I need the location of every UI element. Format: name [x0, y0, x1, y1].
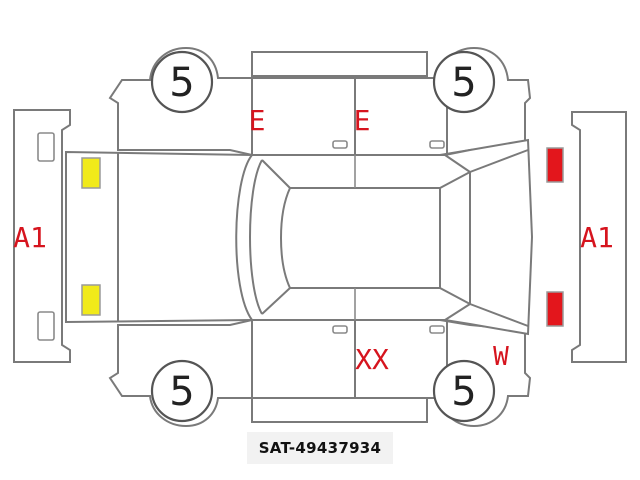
mark-upper-front-door: E	[249, 104, 266, 137]
rear-lamp-bottom	[81, 284, 101, 316]
roof-strip-top	[251, 51, 428, 77]
tire-front-right: 5	[150, 359, 214, 423]
tire-rating-front-right: 5	[169, 369, 194, 415]
mark-lower-rear-door: XX	[355, 343, 389, 376]
reference-id-label: SAT-49437934	[247, 432, 393, 464]
tire-rating-rear-left: 5	[451, 60, 476, 106]
rear-lamp-top	[81, 157, 101, 189]
mark-front-bumper: A1	[580, 221, 614, 254]
front-bumper	[571, 111, 627, 363]
tire-rear-right: 5	[432, 359, 496, 423]
rear-bumper	[13, 109, 71, 363]
mark-upper-rear-door: E	[354, 104, 371, 137]
front-lamp-top	[546, 147, 564, 183]
tire-front-left: 5	[150, 50, 214, 114]
body-top-view	[65, 138, 534, 336]
mark-lower-front-door: W	[493, 342, 509, 372]
roof-strip-bottom	[251, 397, 428, 423]
tire-rating-front-left: 5	[169, 60, 194, 106]
front-lamp-bottom	[546, 291, 564, 327]
mark-rear-bumper: A1	[13, 221, 47, 254]
tire-rating-rear-right: 5	[451, 369, 476, 415]
tire-rear-left: 5	[432, 50, 496, 114]
